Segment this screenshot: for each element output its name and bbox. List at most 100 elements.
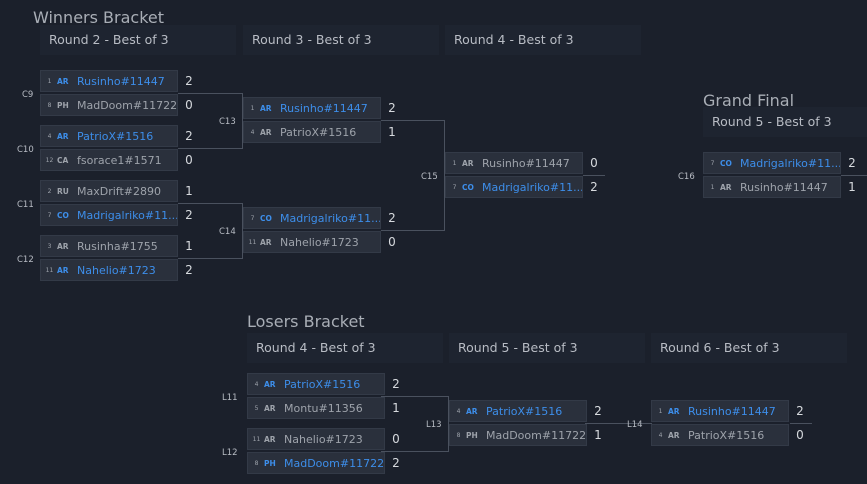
player-name[interactable]: PatrioX#1516 bbox=[284, 378, 361, 391]
player-name[interactable]: Rusinho#11447 bbox=[77, 75, 165, 88]
winners-round-header-2: Round 3 - Best of 3 bbox=[243, 25, 439, 55]
player-score: 2 bbox=[185, 74, 193, 88]
country-code: CO bbox=[720, 159, 732, 168]
player-name[interactable]: Nahelio#1723 bbox=[280, 236, 359, 249]
player-score: 1 bbox=[388, 125, 396, 139]
winners-bracket-title: Winners Bracket bbox=[33, 8, 165, 27]
match-id-label: C14 bbox=[219, 227, 236, 237]
player-score: 0 bbox=[796, 428, 804, 442]
country-code: CA bbox=[57, 156, 69, 165]
player-name[interactable]: MadDoom#11722 bbox=[77, 99, 177, 112]
player-name[interactable]: Madrigalriko#11... bbox=[77, 209, 177, 222]
player-score: 2 bbox=[392, 456, 400, 470]
player-seed: 1 bbox=[658, 408, 663, 415]
player-slot[interactable]: 4 AR PatrioX#1516 bbox=[247, 373, 385, 395]
player-name[interactable]: Madrigalriko#11... bbox=[740, 157, 840, 170]
country-code: AR bbox=[260, 104, 272, 113]
player-name[interactable]: Madrigalriko#11... bbox=[482, 181, 582, 194]
match-id-label: C9 bbox=[22, 90, 34, 100]
grand-final-round-header: Round 5 - Best of 3 bbox=[703, 107, 867, 137]
player-seed: 1 bbox=[452, 160, 457, 167]
player-score: 2 bbox=[590, 180, 598, 194]
player-name[interactable]: Rusinho#11447 bbox=[280, 102, 368, 115]
match-id-label: C13 bbox=[219, 117, 236, 127]
player-name[interactable]: Rusinho#11447 bbox=[482, 157, 570, 170]
losers-round-header-3: Round 6 - Best of 3 bbox=[651, 333, 847, 363]
country-code: AR bbox=[264, 435, 276, 444]
country-code: AR bbox=[57, 266, 69, 275]
player-name[interactable]: Nahelio#1723 bbox=[77, 264, 156, 277]
country-code: AR bbox=[260, 128, 272, 137]
player-name[interactable]: PatrioX#1516 bbox=[486, 405, 563, 418]
country-code: AR bbox=[720, 183, 732, 192]
player-score: 2 bbox=[848, 156, 856, 170]
player-score: 2 bbox=[185, 208, 193, 222]
country-code: CO bbox=[57, 211, 69, 220]
player-score: 0 bbox=[388, 235, 396, 249]
player-score: 0 bbox=[590, 156, 598, 170]
match-id-label: C12 bbox=[17, 255, 34, 265]
player-name[interactable]: Rusinho#11447 bbox=[688, 405, 776, 418]
player-seed: 4 bbox=[254, 381, 259, 388]
player-score: 2 bbox=[796, 404, 804, 418]
player-name[interactable]: PatrioX#1516 bbox=[280, 126, 357, 139]
country-code: AR bbox=[264, 380, 276, 389]
player-name[interactable]: Rusinha#1755 bbox=[77, 240, 158, 253]
player-score: 2 bbox=[185, 263, 193, 277]
player-name[interactable]: MadDoom#11722 bbox=[284, 457, 384, 470]
match-id-label: L11 bbox=[222, 393, 238, 403]
player-name[interactable]: Madrigalriko#11... bbox=[280, 212, 380, 225]
player-name[interactable]: PatrioX#1516 bbox=[688, 429, 765, 442]
player-seed: 5 bbox=[254, 405, 259, 412]
player-name[interactable]: Montu#11356 bbox=[284, 402, 363, 415]
player-score: 1 bbox=[594, 428, 602, 442]
losers-round-header-1: Round 4 - Best of 3 bbox=[247, 333, 443, 363]
country-code: CO bbox=[462, 183, 474, 192]
player-slot[interactable]: 7 CO Madrigalriko#11... bbox=[40, 204, 178, 226]
player-seed: 4 bbox=[47, 133, 52, 140]
player-seed: 8 bbox=[456, 432, 461, 439]
country-code: CO bbox=[260, 214, 272, 223]
player-name[interactable]: Nahelio#1723 bbox=[284, 433, 363, 446]
player-score: 0 bbox=[185, 98, 193, 112]
winners-round-header-1: Round 2 - Best of 3 bbox=[40, 25, 236, 55]
player-name[interactable]: MaxDrift#2890 bbox=[77, 185, 161, 198]
player-seed: 1 bbox=[250, 105, 255, 112]
country-code: RU bbox=[57, 187, 69, 196]
player-seed: 7 bbox=[47, 212, 52, 219]
player-seed: 8 bbox=[47, 102, 52, 109]
player-name[interactable]: Rusinho#11447 bbox=[740, 181, 828, 194]
player-name[interactable]: MadDoom#11722 bbox=[486, 429, 586, 442]
match-id-label: C16 bbox=[678, 172, 695, 182]
player-seed: 2 bbox=[47, 188, 52, 195]
player-slot[interactable]: 2 RU MaxDrift#2890 bbox=[40, 180, 178, 202]
player-name[interactable]: PatrioX#1516 bbox=[77, 130, 154, 143]
player-slot[interactable]: 8 PH MadDoom#11722 bbox=[40, 94, 178, 116]
player-seed: 4 bbox=[456, 408, 461, 415]
player-score: 0 bbox=[185, 153, 193, 167]
player-slot[interactable]: 1 AR Rusinho#11447 bbox=[243, 97, 381, 119]
player-score: 2 bbox=[185, 129, 193, 143]
player-seed: 1 bbox=[47, 78, 52, 85]
country-code: PH bbox=[57, 101, 69, 110]
player-name[interactable]: fsorace1#1571 bbox=[77, 154, 162, 167]
